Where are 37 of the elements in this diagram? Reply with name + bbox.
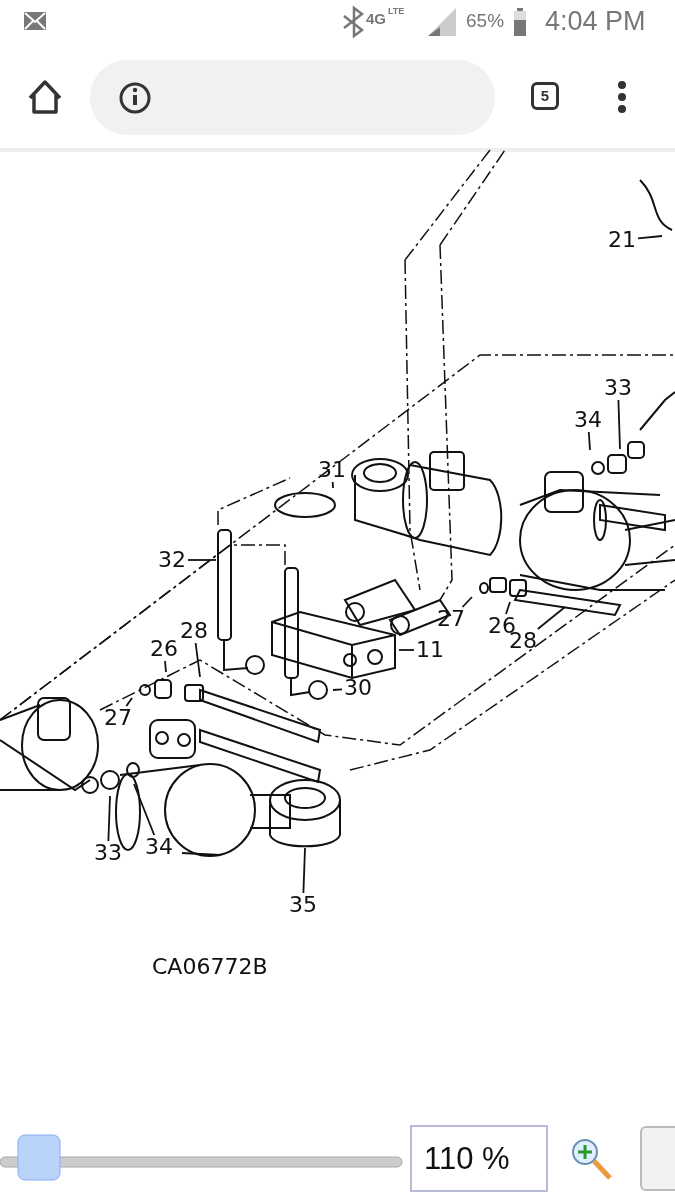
callout-number: 27 — [104, 706, 132, 730]
callout-number: 31 — [318, 458, 346, 482]
callout-number: 35 — [289, 893, 317, 917]
leader-line — [398, 649, 415, 651]
leader-line — [125, 697, 133, 707]
callout-number: 28 — [180, 619, 208, 643]
leader-line — [505, 601, 511, 615]
leader-line — [302, 847, 306, 894]
callout-number: 11 — [416, 638, 444, 662]
callout-number: 32 — [158, 548, 186, 572]
leader-line — [331, 481, 334, 489]
battery-level: 65% — [466, 10, 505, 32]
leader-line — [461, 596, 473, 608]
leader-line — [194, 642, 201, 678]
leader-line — [164, 660, 167, 673]
leader-line — [617, 399, 621, 450]
network-type: LTE — [388, 6, 405, 16]
zoom-level-field: 110 % — [410, 1125, 548, 1192]
leader-line — [536, 606, 566, 630]
callout-number: 21 — [608, 228, 636, 252]
callout-number: 26 — [150, 637, 178, 661]
leader-line — [107, 795, 111, 842]
callout-number: 34 — [574, 408, 602, 432]
callout-number: 30 — [344, 676, 372, 700]
leader-line — [637, 235, 663, 240]
drawing-number: CA06772B — [152, 954, 268, 979]
callout-number: 33 — [94, 841, 122, 865]
callout-number: 33 — [604, 376, 632, 400]
network-type: 4G — [366, 10, 386, 27]
leader-line — [133, 783, 156, 836]
leader-line — [332, 688, 343, 691]
leader-line — [587, 431, 591, 451]
callout-number: 27 — [437, 607, 465, 631]
callout-number: 34 — [145, 835, 173, 859]
leader-line — [187, 559, 217, 561]
tab-count-button: 5 — [531, 82, 559, 110]
clock-time: 4:04 PM — [545, 6, 646, 37]
